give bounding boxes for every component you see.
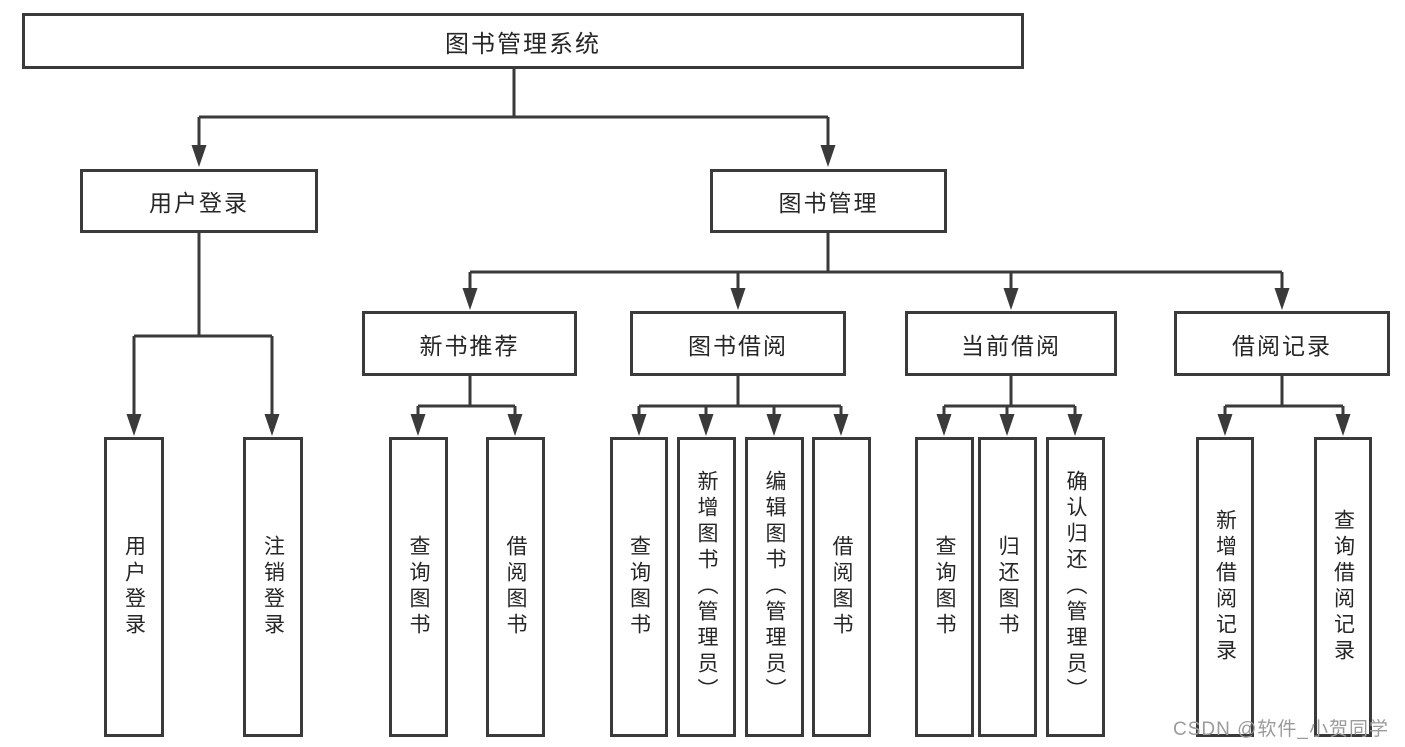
leaf-query-books-current-label: 查询图书 xyxy=(933,535,956,639)
watermark: CSDN @软件_小贺同学 xyxy=(1173,719,1389,740)
node-borrowing-records: 借阅记录 xyxy=(1174,311,1390,376)
leaf-add-book-admin-label: 新增图书（管理员） xyxy=(695,470,718,704)
node-library-system: 图书管理系统 xyxy=(22,13,1024,69)
leaf-confirm-return-admin-label: 确认归还（管理员） xyxy=(1064,470,1087,704)
node-book-management: 图书管理 xyxy=(710,169,947,233)
leaf-borrow-books-borrowing: 借阅图书 xyxy=(812,437,871,737)
leaf-query-books-recommend-label: 查询图书 xyxy=(407,535,430,639)
leaf-edit-book-admin: 编辑图书（管理员） xyxy=(745,437,804,737)
leaf-add-borrow-record-label: 新增借阅记录 xyxy=(1213,509,1237,665)
leaf-return-books: 归还图书 xyxy=(978,437,1037,737)
node-user-login: 用户登录 xyxy=(80,169,318,233)
leaf-user-login: 用户登录 xyxy=(104,437,164,737)
leaf-add-borrow-record: 新增借阅记录 xyxy=(1196,437,1254,737)
leaf-logout-label: 注销登录 xyxy=(261,535,285,639)
leaf-query-borrow-record: 查询借阅记录 xyxy=(1314,437,1372,737)
leaf-edit-book-admin-label: 编辑图书（管理员） xyxy=(763,470,786,704)
leaf-query-books-borrowing: 查询图书 xyxy=(610,437,668,737)
leaf-query-books-borrowing-label: 查询图书 xyxy=(627,535,651,639)
leaf-borrow-books-recommend-label: 借阅图书 xyxy=(504,535,527,639)
leaf-borrow-books-recommend: 借阅图书 xyxy=(486,437,545,737)
leaf-add-book-admin: 新增图书（管理员） xyxy=(677,437,736,737)
leaf-query-borrow-record-label: 查询借阅记录 xyxy=(1331,509,1355,665)
leaf-borrow-books-borrowing-label: 借阅图书 xyxy=(830,535,853,639)
leaf-return-books-label: 归还图书 xyxy=(996,535,1019,639)
leaf-user-login-label: 用户登录 xyxy=(122,535,146,639)
leaf-logout: 注销登录 xyxy=(243,437,303,737)
leaf-confirm-return-admin: 确认归还（管理员） xyxy=(1046,437,1105,737)
leaf-query-books-current: 查询图书 xyxy=(915,437,974,737)
leaf-query-books-recommend: 查询图书 xyxy=(389,437,448,737)
node-book-borrowing: 图书借阅 xyxy=(630,311,846,376)
node-current-borrowing: 当前借阅 xyxy=(905,311,1117,376)
node-new-book-recommendation: 新书推荐 xyxy=(362,311,577,376)
